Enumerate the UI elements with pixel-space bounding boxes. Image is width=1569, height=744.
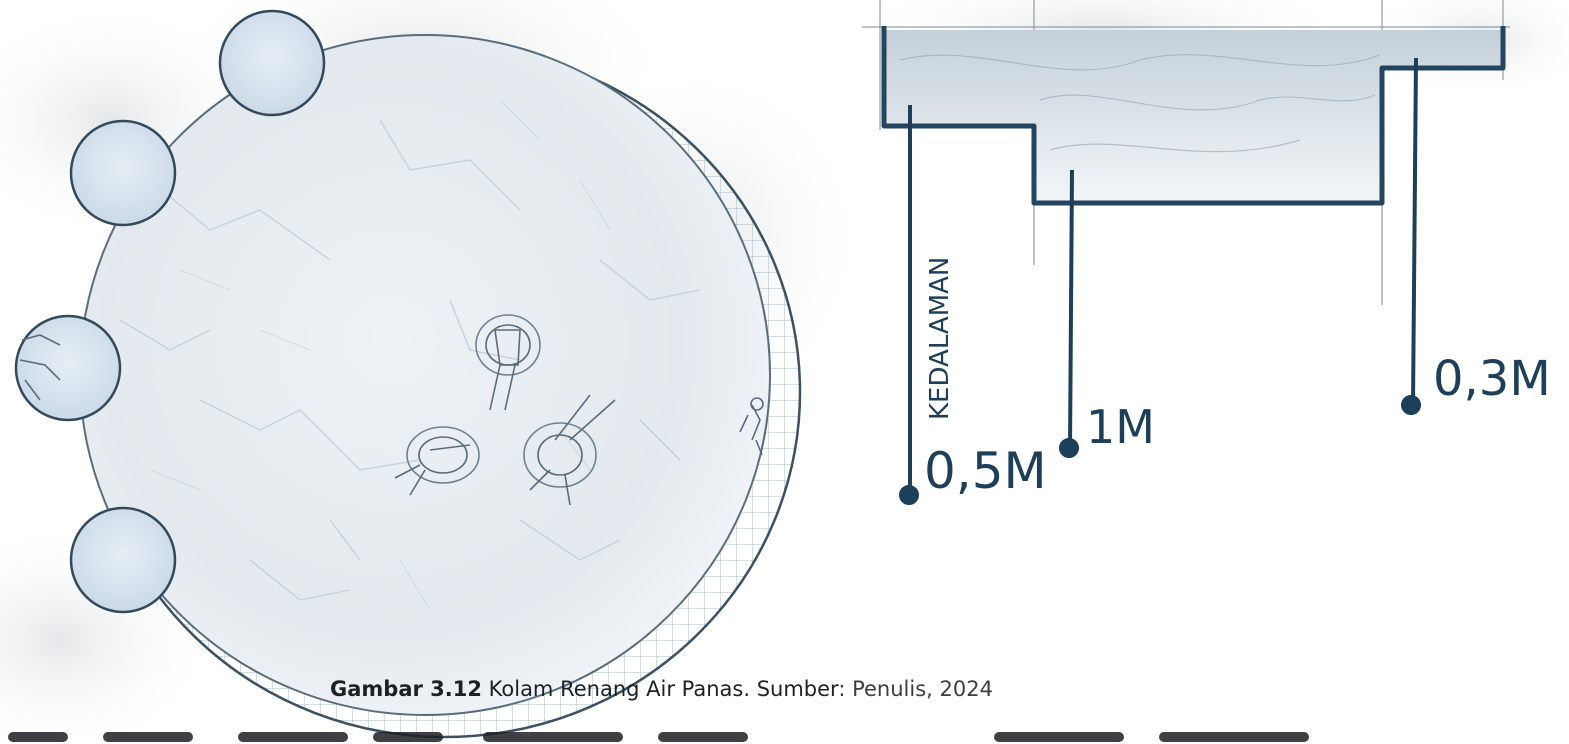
round-tubs <box>14 9 326 614</box>
swimmer-2 <box>394 426 480 496</box>
water-section <box>884 30 1503 203</box>
tub-1 <box>218 9 326 117</box>
caption-title: Kolam Renang Air Panas. <box>481 677 757 701</box>
swimmer-1 <box>475 314 541 411</box>
figure-caption: Gambar 3.12 Kolam Renang Air Panas. Sumb… <box>330 677 993 701</box>
swimmers <box>19 314 764 506</box>
depth-label-0-5: 0,5M <box>924 442 1047 500</box>
depth-label-0-3: 0,3M <box>1433 351 1551 407</box>
caption-source-label: Sumber <box>756 677 839 701</box>
tub-3 <box>14 314 122 422</box>
depth-title: KEDALAMAN <box>925 257 955 420</box>
pool-basin <box>79 34 771 716</box>
swimmer-5 <box>19 334 61 401</box>
cut-off-text-line <box>0 714 1569 744</box>
caption-label: Gambar 3.12 <box>330 677 482 701</box>
depth-label-1: 1M <box>1086 400 1155 454</box>
water-ripples <box>899 54 1381 153</box>
pool-cross-section: KEDALAMAN 0,5M 1M 0,3M <box>862 0 1551 505</box>
swimmer-4 <box>739 397 764 456</box>
swimmer-3 <box>523 394 616 506</box>
depth-markers <box>899 57 1421 505</box>
tub-4 <box>69 506 177 614</box>
caption-source-value: : Penulis, 2024 <box>838 677 993 701</box>
tub-2 <box>69 119 177 227</box>
